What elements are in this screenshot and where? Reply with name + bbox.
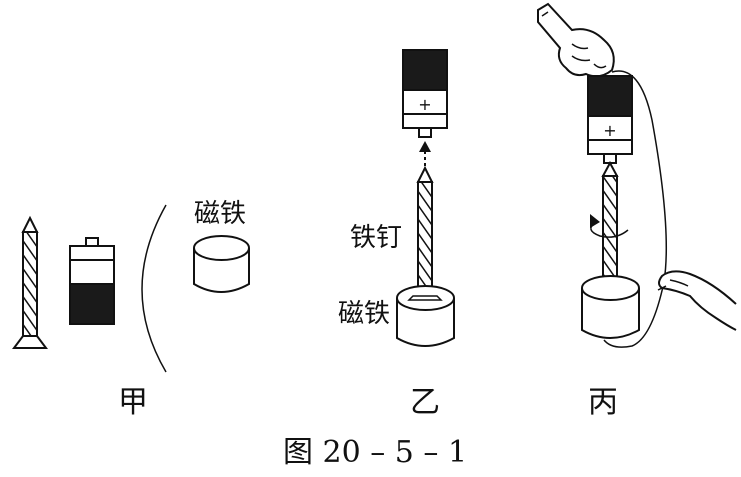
wire-bing	[603, 70, 668, 348]
figure-caption: 图 20 – 5 – 1	[283, 435, 467, 470]
hand-top-bing	[537, 2, 615, 78]
magnet-label-yi: 磁铁	[338, 299, 390, 329]
panel-jia: 磁铁 甲	[12, 199, 250, 420]
panel-label-yi: 乙	[410, 385, 440, 420]
magnet-jia	[193, 235, 250, 293]
nail-yi	[406, 165, 444, 301]
bracket-arc	[141, 204, 167, 373]
plus-sign-bing: +	[603, 121, 616, 140]
nail-label-yi: 铁钉	[350, 223, 402, 253]
panel-label-bing: 丙	[588, 385, 618, 420]
magnet-label-jia: 磁铁	[194, 199, 246, 229]
battery-bing: +	[587, 75, 633, 164]
magnet-bing	[581, 275, 640, 339]
plus-sign-yi: +	[418, 95, 431, 114]
battery-yi: +	[402, 49, 448, 138]
nail-jia	[12, 215, 48, 349]
battery-jia	[69, 237, 115, 325]
panel-label-jia: 甲	[118, 385, 148, 420]
attraction-arrow-yi	[419, 141, 431, 166]
hand-bottom-bing	[657, 270, 737, 331]
rotation-arrow-bing	[590, 214, 629, 238]
nail-bing	[591, 160, 629, 291]
panel-yi: + 铁钉 磁铁 乙	[338, 49, 455, 420]
magnet-yi	[396, 285, 455, 347]
panel-bing: + 丙	[537, 2, 737, 420]
